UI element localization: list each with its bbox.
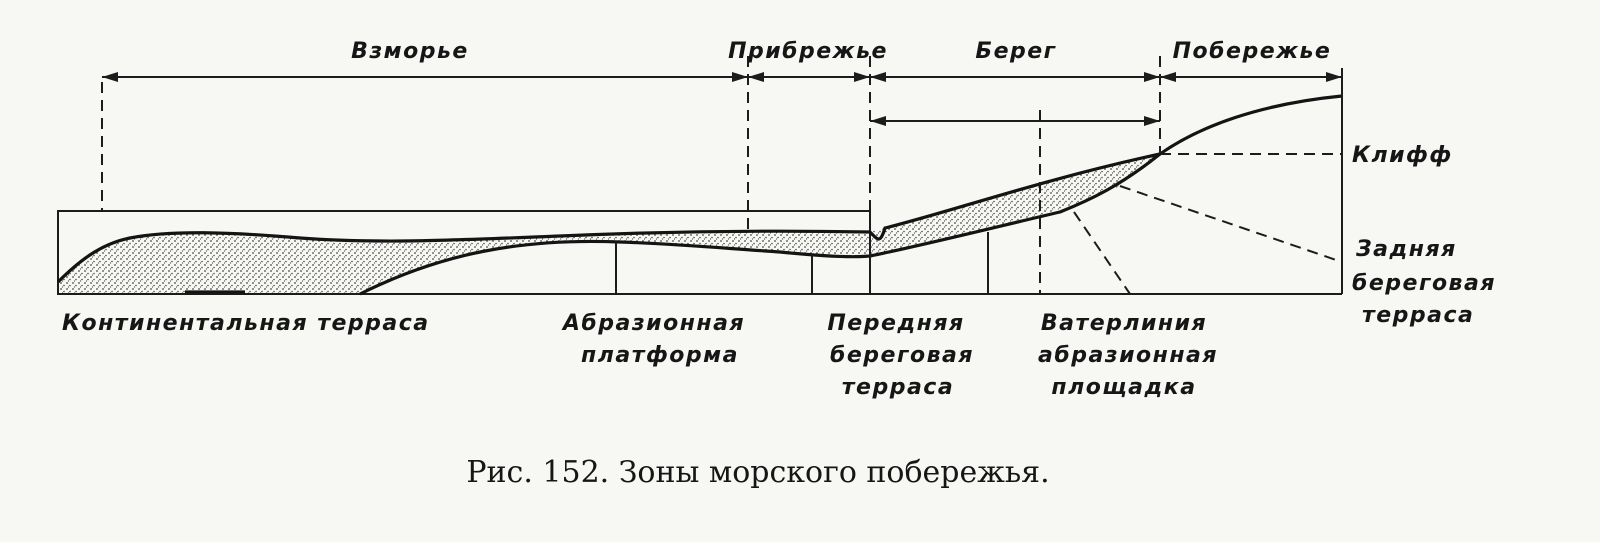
label-front-terrace-3: терраса xyxy=(842,375,954,400)
rear-terrace-line xyxy=(1119,185,1343,263)
rock-surface xyxy=(359,152,1161,296)
label-front-terrace-2: береговая xyxy=(830,343,974,368)
figure-caption: Рис. 152. Зоны морского побережья. xyxy=(466,455,1049,490)
zone-label-pribrezhye: Прибрежье xyxy=(728,39,888,64)
label-front-terrace-1: Передняя xyxy=(827,311,964,336)
zone-label-poberezhye: Побережье xyxy=(1173,39,1332,64)
zone-label-vzmorye: Взморье xyxy=(351,39,469,64)
label-continental-terrace: Континентальная терраса xyxy=(62,311,430,336)
label-cliff: Клифф xyxy=(1352,143,1453,168)
label-abrasion-platform-2: платформа xyxy=(581,343,739,368)
label-waterline-3: площадка xyxy=(1051,375,1196,400)
label-waterline-2: абразионная xyxy=(1038,343,1218,368)
abrasion-slope-line xyxy=(1073,211,1131,295)
label-rear-terrace-1: Задняя xyxy=(1355,237,1457,262)
label-abrasion-platform-1: Абразионная xyxy=(561,311,745,336)
zone-label-bereg: Берег xyxy=(975,39,1056,64)
ground-profile xyxy=(56,94,1343,284)
label-rear-terrace-3: терраса xyxy=(1362,303,1474,328)
label-waterline-1: Ватерлиния xyxy=(1041,311,1207,336)
label-rear-terrace-2: береговая xyxy=(1352,271,1496,296)
sediment-band xyxy=(58,154,1160,294)
